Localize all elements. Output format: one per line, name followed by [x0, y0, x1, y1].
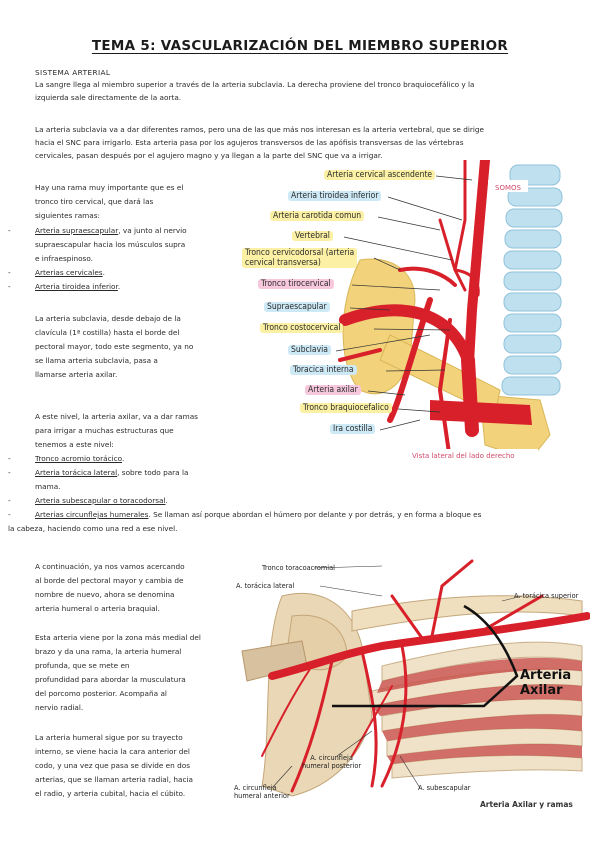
- list-item: -Arteria tiroidea inferior.: [8, 282, 121, 291]
- label-supraescapular: Supraescapular: [264, 302, 330, 312]
- paragraph-axilar: La arteria subclavia, desde debajo de la…: [35, 314, 194, 379]
- label-toracica-interna: Toracica interna: [290, 365, 357, 375]
- paragraph-tronco: Hay una rama muy importante que es el tr…: [35, 183, 184, 220]
- axilar-illustration: [241, 559, 591, 797]
- figure-caption-lateral: Vista lateral del lado derecho: [412, 452, 515, 460]
- label-subescapular: A. subescapular: [418, 784, 471, 792]
- figure-caption-axilar: Arteria Axilar y ramas: [480, 800, 573, 809]
- section-heading: SISTEMA ARTERIAL: [35, 68, 111, 77]
- label-arteria-axilar: Arteria axilar: [305, 385, 361, 395]
- label-tronco-costocervical: Tronco costocervical: [260, 323, 344, 333]
- label-primera-costilla: Ira costilla: [330, 424, 376, 434]
- label-cervical-ascendente: Arteria cervical ascendente: [324, 170, 436, 180]
- brand-logo: SOMOS: [488, 180, 528, 192]
- svg-text:SOMOS: SOMOS: [495, 184, 522, 192]
- list-item: -Arteria supraescapular, va junto al ner…: [8, 226, 187, 263]
- leader-lines: [335, 175, 473, 431]
- label-tiroidea-inferior: Arteria tiroidea inferior: [288, 191, 382, 201]
- paragraph-subclavia: La arteria subclavia va a dar diferentes…: [35, 125, 485, 160]
- list-item: -Arteria subescapular o toracodorsal.: [8, 496, 168, 505]
- list-item: -Arteria torácica lateral, sobre todo pa…: [8, 468, 189, 491]
- page-title: TEMA 5: VASCULARIZACIÓN DEL MIEMBRO SUPE…: [91, 38, 509, 54]
- label-tronco-tirocervical: Tronco tirocervical: [258, 279, 334, 289]
- paragraph-radial-cubital: La arteria humeral sigue por su trayecto…: [35, 733, 194, 798]
- label-tronco-toracoacromial: Tronco toracoacromial: [262, 564, 336, 572]
- figure-axilar: Tronco toracoacromial A. torácica latera…: [232, 556, 591, 814]
- figure-subclavia-lateral: SOMOS Arteria cervical ascendente Arteri…: [240, 155, 580, 475]
- paragraph-intro: La sangre llega al miembro superior a tr…: [35, 80, 475, 102]
- list-item: -Tronco acromio torácico.: [8, 454, 125, 463]
- label-tronco-braquiocefalico: Tronco braquiocefalico: [300, 403, 392, 413]
- list-item: -Arterias circunflejas humerales. Se lla…: [8, 510, 482, 533]
- label-carotida-comun: Arteria carotida comun: [270, 211, 365, 221]
- list-ramas-tiro: -Arteria supraescapular, va junto al ner…: [8, 224, 231, 294]
- label-subclavia: Subclavia: [288, 345, 331, 355]
- list-item: -Arterias cervicales.: [8, 268, 105, 277]
- label-vertebral: Vertebral: [292, 231, 333, 241]
- paragraph-ramas-axilar: A este nivel, la arteria axilar, va a da…: [35, 412, 198, 449]
- list-ramas-axilar: -Tronco acromio torácico. -Arteria torác…: [8, 452, 575, 536]
- label-toracica-superior: A. torácica superior: [514, 592, 579, 600]
- label-toracica-lateral: A. torácica lateral: [236, 582, 295, 590]
- paragraph-humeral-profunda: Esta arteria viene por la zona más media…: [35, 633, 201, 712]
